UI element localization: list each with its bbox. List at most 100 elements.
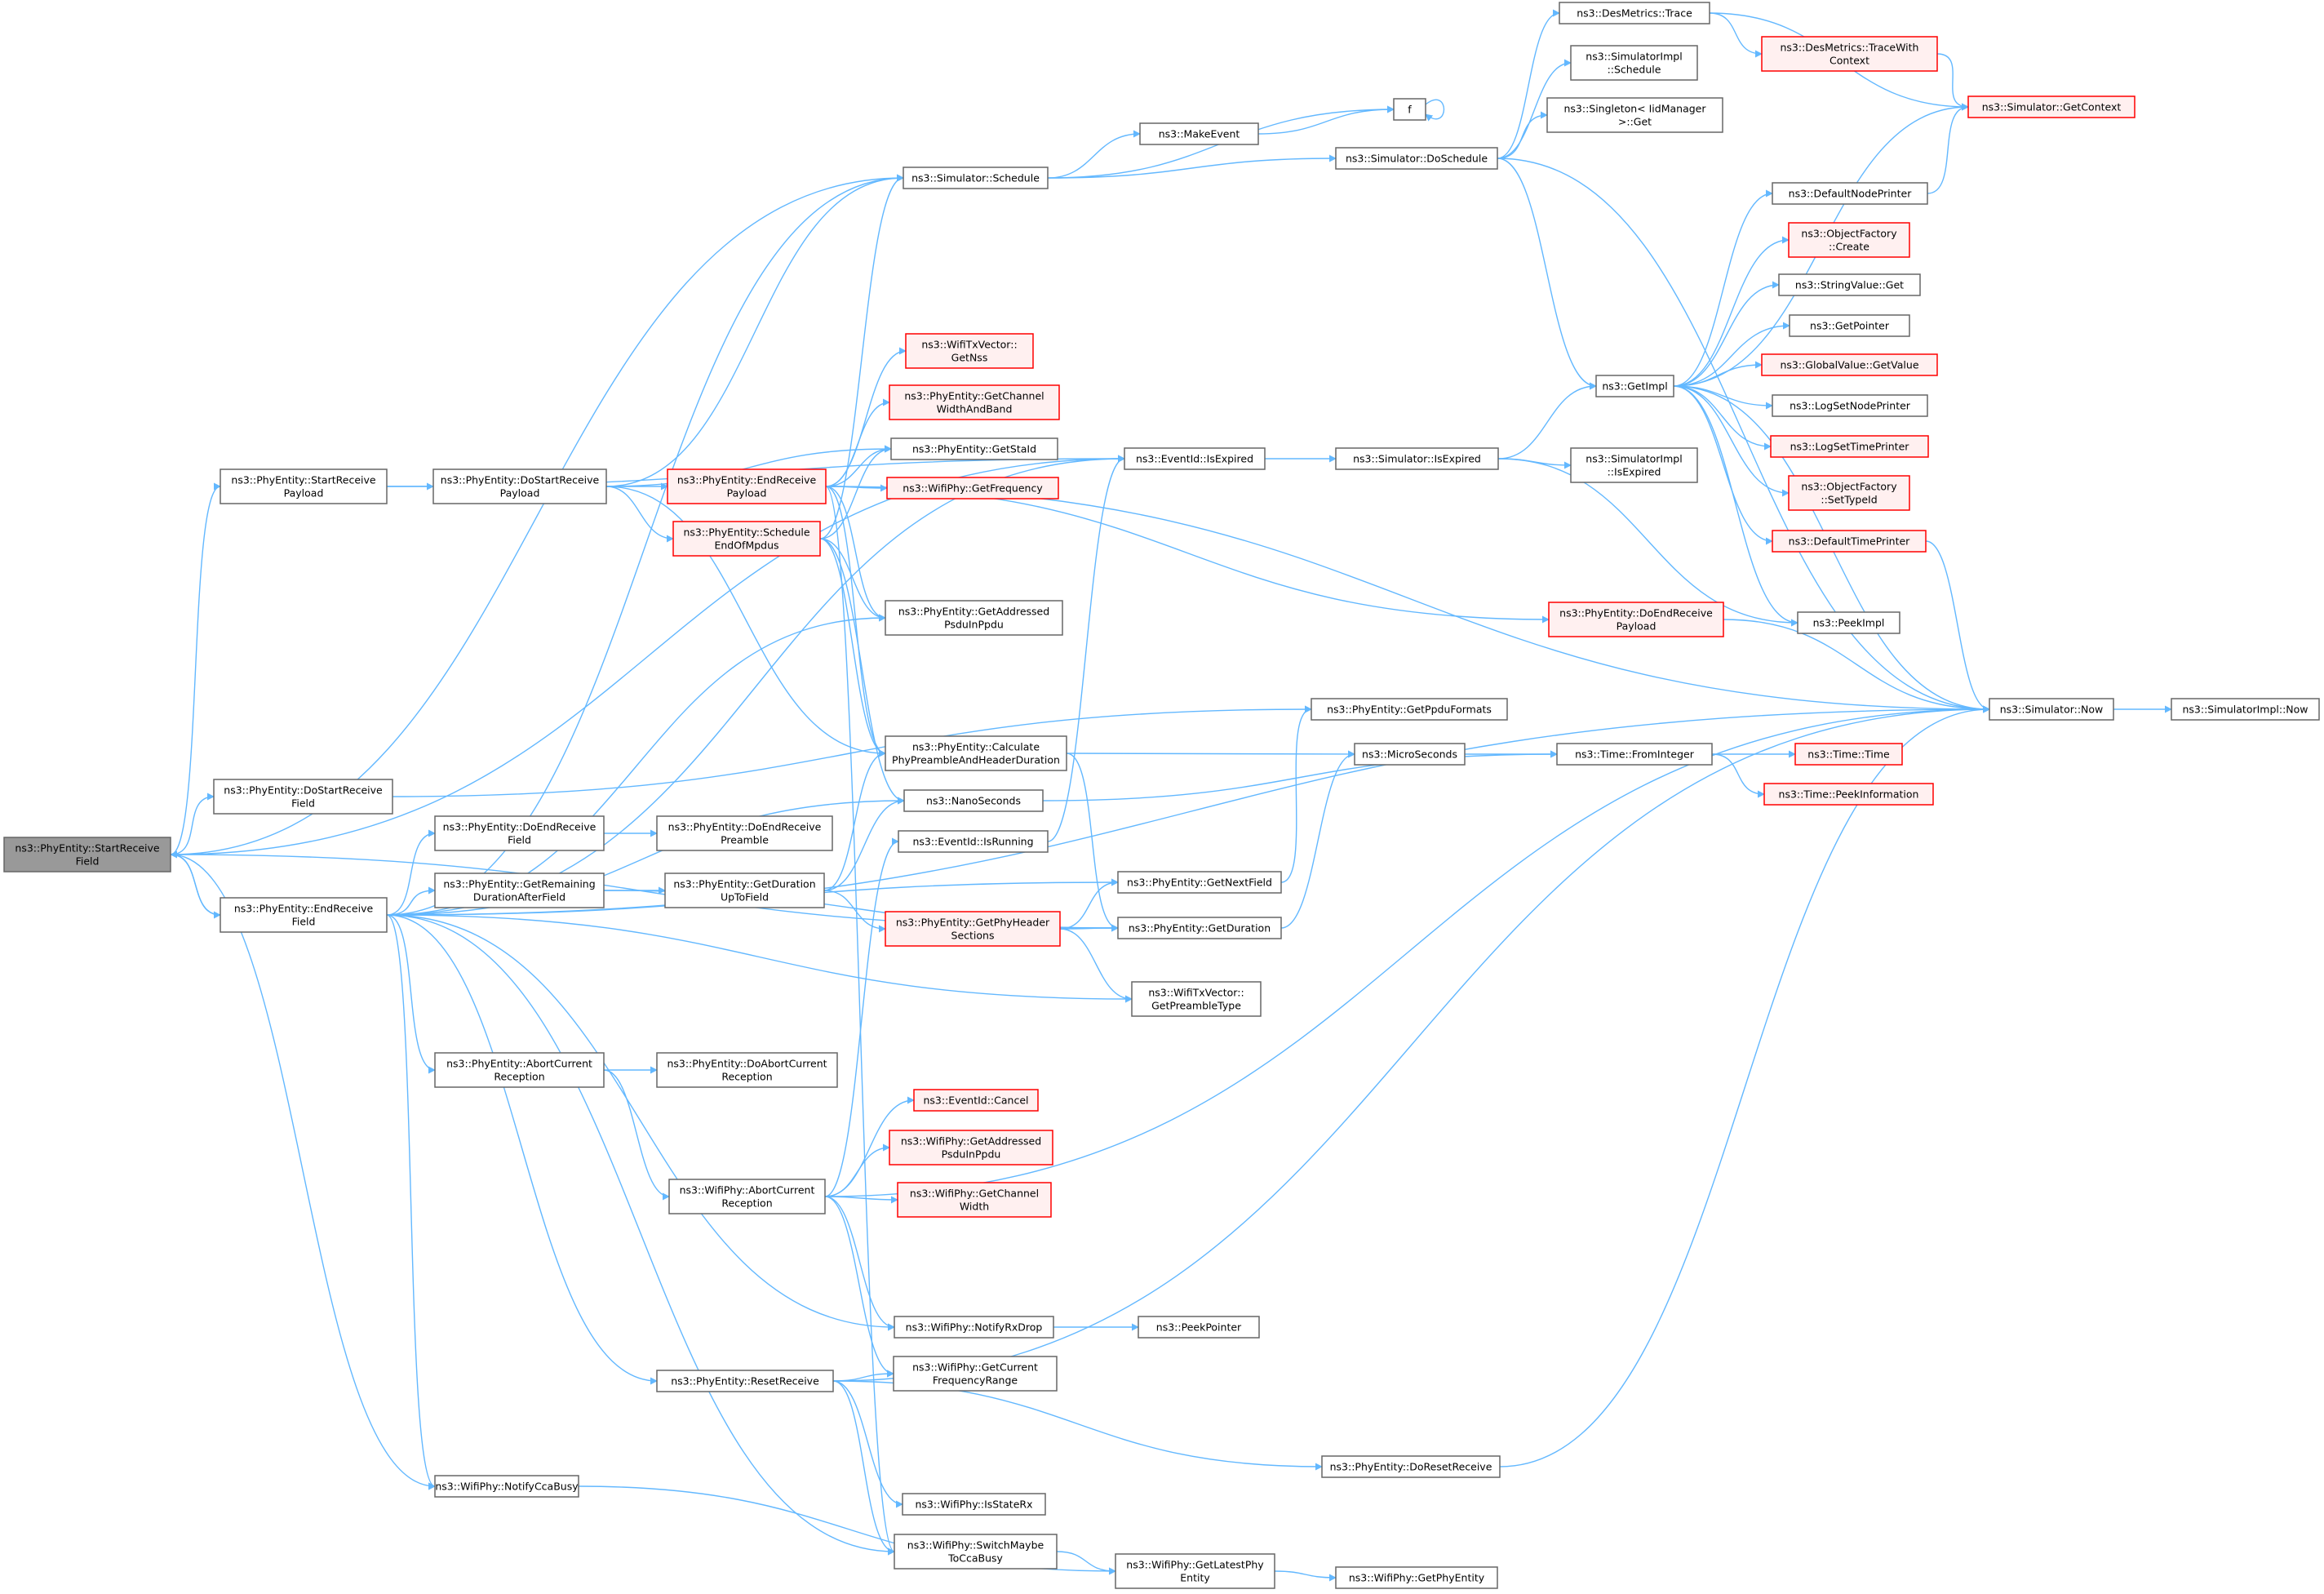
- node-get-duration[interactable]: ns3::PhyEntity::GetDuration: [1117, 917, 1282, 939]
- node-singleton-get[interactable]: ns3::Singleton< IidManager>::Get: [1546, 97, 1723, 133]
- node-label: ns3::PhyEntity::EndReceive: [234, 903, 374, 915]
- node-get-ppdu-formats[interactable]: ns3::PhyEntity::GetPpduFormats: [1311, 698, 1508, 721]
- node-box: [885, 735, 1067, 771]
- node-get-next-field[interactable]: ns3::PhyEntity::GetNextField: [1117, 871, 1282, 894]
- edge-des-metrics-trace-to-des-metrics-trace-with-context: [1709, 12, 1763, 58]
- node-event-is-expired[interactable]: ns3::EventId::IsExpired: [1124, 447, 1266, 470]
- node-box: [913, 1089, 1039, 1112]
- node-label: ns3::PhyEntity::GetAddressed: [898, 606, 1049, 618]
- node-simulator-now[interactable]: ns3::Simulator::Now: [1989, 698, 2114, 721]
- edge-do-start-receive-field-to-get-ppdu-formats: [392, 705, 1312, 797]
- node-box: [1131, 981, 1262, 1017]
- node-get-nss[interactable]: ns3::WifiTxVector::GetNss: [905, 333, 1034, 369]
- node-event-cancel[interactable]: ns3::EventId::Cancel: [913, 1089, 1039, 1112]
- node-global-value-get-value[interactable]: ns3::GlobalValue::GetValue: [1761, 353, 1938, 376]
- node-box: [1393, 98, 1426, 121]
- node-log-set-time-printer[interactable]: ns3::LogSetTimePrinter: [1770, 435, 1929, 458]
- node-is-state-rx[interactable]: ns3::WifiPhy::IsStateRx: [902, 1493, 1046, 1516]
- node-time-from-integer[interactable]: ns3::Time::FromInteger: [1556, 743, 1713, 766]
- node-f[interactable]: f: [1393, 98, 1426, 121]
- node-notify-cca-busy[interactable]: ns3::WifiPhy::NotifyCcaBusy: [434, 1475, 579, 1498]
- node-label: ns3::DesMetrics::Trace: [1577, 7, 1692, 20]
- node-default-node-printer[interactable]: ns3::DefaultNodePrinter: [1772, 182, 1928, 205]
- node-simulator-is-expired[interactable]: ns3::Simulator::IsExpired: [1335, 447, 1499, 470]
- node-peek-impl[interactable]: ns3::PeekImpl: [1797, 611, 1900, 634]
- node-get-remaining-duration[interactable]: ns3::PhyEntity::GetRemainingDurationAfte…: [434, 872, 605, 908]
- node-reset-receive[interactable]: ns3::PhyEntity::ResetReceive: [656, 1370, 834, 1392]
- node-label: ns3::PhyEntity::DoEndReceive: [1559, 607, 1713, 619]
- node-object-factory-create[interactable]: ns3::ObjectFactory::Create: [1788, 222, 1910, 258]
- node-get-preamble-type[interactable]: ns3::WifiTxVector::GetPreambleType: [1131, 981, 1262, 1017]
- node-simulator-schedule[interactable]: ns3::Simulator::Schedule: [903, 167, 1049, 189]
- node-default-time-printer[interactable]: ns3::DefaultTimePrinter: [1772, 530, 1927, 553]
- node-box: [902, 1493, 1046, 1516]
- node-label: ns3::WifiPhy::SwitchMaybe: [907, 1539, 1044, 1552]
- node-label: ToCcaBusy: [947, 1552, 1003, 1565]
- node-string-value-get[interactable]: ns3::StringValue::Get: [1778, 273, 1921, 296]
- edge-end-receive-field-to-get-addressed-psdu-pe: [386, 614, 886, 916]
- node-simulator-impl-is-expired[interactable]: ns3::SimulatorImpl::IsExpired: [1570, 447, 1698, 483]
- node-label: Width: [960, 1201, 989, 1213]
- node-event-is-running[interactable]: ns3::EventId::IsRunning: [898, 830, 1049, 853]
- node-label: ns3::WifiPhy::GetAddressed: [901, 1135, 1041, 1148]
- node-calculate-phy-preamble[interactable]: ns3::PhyEntity::CalculatePhyPreambleAndH…: [885, 735, 1067, 771]
- edge-abort-current-reception-wp-to-simulator-now: [824, 705, 1990, 1197]
- node-do-reset-receive[interactable]: ns3::PhyEntity::DoResetReceive: [1321, 1455, 1501, 1478]
- node-nano-seconds[interactable]: ns3::NanoSeconds: [903, 789, 1044, 812]
- edge-time-from-integer-to-time-peek-information: [1711, 753, 1765, 798]
- node-label: ns3::WifiPhy::GetLatestPhy: [1126, 1559, 1264, 1571]
- node-micro-seconds[interactable]: ns3::MicroSeconds: [1354, 743, 1466, 766]
- node-label: ns3::WifiPhy::GetChannel: [910, 1188, 1039, 1200]
- node-box: [656, 1052, 838, 1088]
- node-peek-pointer[interactable]: ns3::PeekPointer: [1138, 1316, 1260, 1339]
- node-simulator-impl-schedule[interactable]: ns3::SimulatorImpl::Schedule: [1570, 45, 1698, 81]
- node-get-sta-id[interactable]: ns3::PhyEntity::GetStaId: [890, 437, 1058, 460]
- node-get-frequency[interactable]: ns3::WifiPhy::GetFrequency: [886, 477, 1059, 500]
- node-simulator-get-context[interactable]: ns3::Simulator::GetContext: [1967, 95, 2136, 118]
- node-box: [1763, 783, 1934, 806]
- node-simulator-impl-now[interactable]: ns3::SimulatorImpl::Now: [2171, 698, 2320, 721]
- node-simulator-do-schedule[interactable]: ns3::Simulator::DoSchedule: [1335, 147, 1498, 170]
- node-object-factory-set-type-id[interactable]: ns3::ObjectFactory::SetTypeId: [1788, 475, 1910, 511]
- node-get-phy-entity[interactable]: ns3::WifiPhy::GetPhyEntity: [1335, 1566, 1498, 1589]
- node-box: [667, 468, 827, 504]
- edge-do-start-receive-payload-to-simulator-schedule: [605, 174, 904, 487]
- node-make-event[interactable]: ns3::MakeEvent: [1139, 122, 1259, 145]
- node-log-set-node-printer[interactable]: ns3::LogSetNodePrinter: [1772, 394, 1928, 417]
- edge-end-receive-payload-to-get-channel-width-and-band: [825, 398, 890, 487]
- node-notify-rx-drop[interactable]: ns3::WifiPhy::NotifyRxDrop: [894, 1316, 1054, 1339]
- node-get-impl[interactable]: ns3::GetImpl: [1595, 375, 1674, 397]
- edge-get-duration-up-to-field-to-calculate-phy-preamble: [823, 749, 886, 891]
- node-time-time[interactable]: ns3::Time::Time: [1794, 743, 1903, 766]
- node-time-peek-information[interactable]: ns3::Time::PeekInformation: [1763, 783, 1934, 806]
- node-label: ns3::PeekPointer: [1156, 1321, 1242, 1334]
- node-get-pointer[interactable]: ns3::GetPointer: [1789, 314, 1910, 337]
- node-label: ns3::WifiPhy::GetCurrent: [912, 1361, 1038, 1374]
- edge-end-receive-payload-to-calculate-phy-preamble: [825, 486, 886, 757]
- node-box: [903, 167, 1049, 189]
- node-des-metrics-trace[interactable]: ns3::DesMetrics::Trace: [1559, 2, 1710, 24]
